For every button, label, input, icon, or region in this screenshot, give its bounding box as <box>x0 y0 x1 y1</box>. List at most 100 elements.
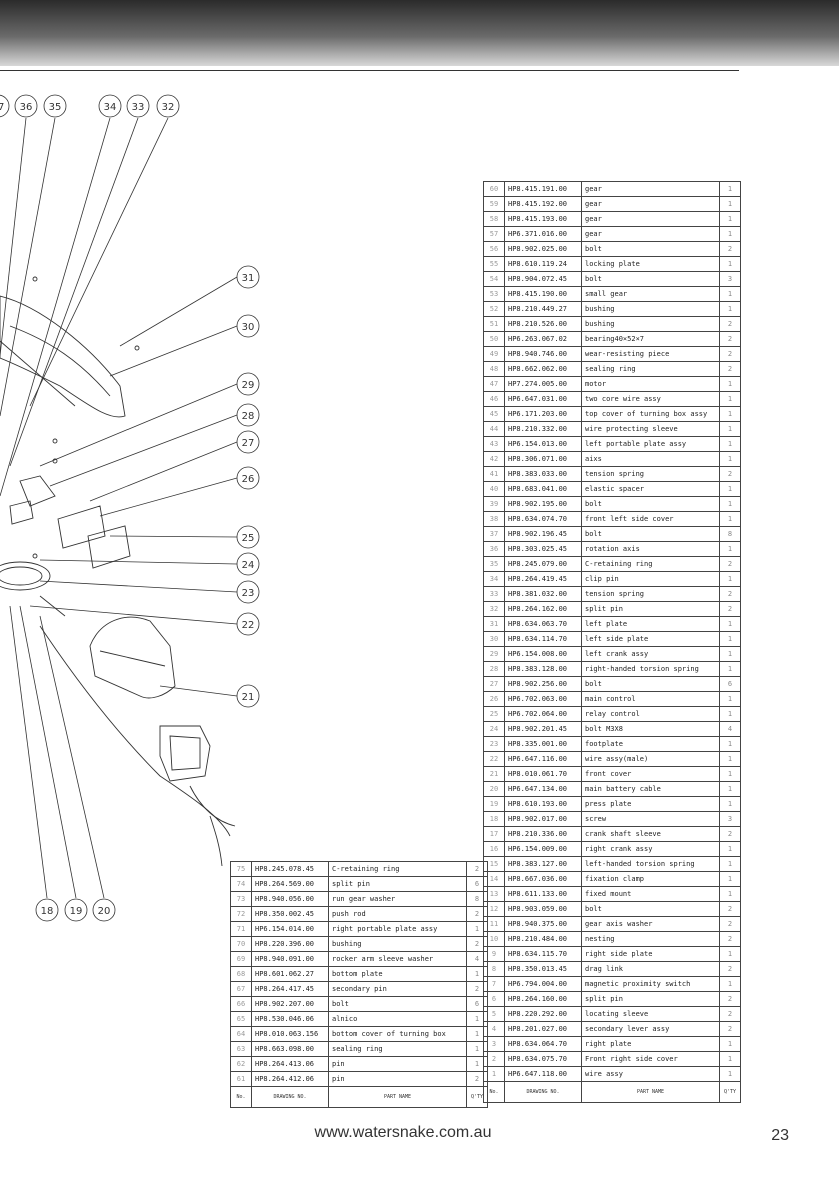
drawing-number: HP8.634.074.70 <box>504 511 582 527</box>
part-name: sealing ring <box>581 361 720 377</box>
callout-24: 24 <box>236 552 260 576</box>
part-number: 24 <box>483 721 505 737</box>
part-name: bushing <box>581 301 720 317</box>
part-qty: 2 <box>719 361 741 377</box>
callout-18: 18 <box>35 898 59 922</box>
drawing-number: HP6.794.004.00 <box>504 976 582 992</box>
part-name: wear-resisting piece <box>581 346 720 362</box>
part-number: 18 <box>483 811 505 827</box>
drawing-number: HP8.210.484.00 <box>504 931 582 947</box>
part-name: left-handed torsion spring <box>581 856 720 872</box>
drawing-number: HP8.220.292.00 <box>504 1006 582 1022</box>
part-qty: 1 <box>719 886 741 902</box>
part-number: 59 <box>483 196 505 212</box>
part-qty: 2 <box>719 961 741 977</box>
part-name: gear axis washer <box>581 916 720 932</box>
part-number: 21 <box>483 766 505 782</box>
drawing-number: HP8.683.041.00 <box>504 481 582 497</box>
part-name: clip pin <box>581 571 720 587</box>
drawing-number: HP8.415.192.00 <box>504 196 582 212</box>
drawing-number: HP8.634.114.70 <box>504 631 582 647</box>
part-qty: 1 <box>719 661 741 677</box>
callout-label: 20 <box>98 906 111 917</box>
part-name: secondary lever assy <box>581 1021 720 1037</box>
part-name: C-retaining ring <box>328 861 467 877</box>
part-name: bolt <box>581 496 720 512</box>
callout-label: 32 <box>162 102 175 113</box>
part-number: 52 <box>483 301 505 317</box>
callout-35: 35 <box>43 94 67 118</box>
part-number: 31 <box>483 616 505 632</box>
drawing-number: HP6.647.118.00 <box>504 1066 582 1082</box>
part-number: 58 <box>483 211 505 227</box>
callout-label: 34 <box>104 102 117 113</box>
part-name: secondary pin <box>328 981 467 997</box>
header-qty: Q'TY <box>719 1081 741 1103</box>
drawing-number: HP8.383.128.00 <box>504 661 582 677</box>
part-name: wire assy <box>581 1066 720 1082</box>
drawing-number: HP6.171.203.00 <box>504 406 582 422</box>
drawing-number: HP8.245.078.45 <box>251 861 329 877</box>
part-number: 40 <box>483 481 505 497</box>
part-number: 70 <box>230 936 252 952</box>
callout-label: 22 <box>242 620 255 631</box>
part-number: 42 <box>483 451 505 467</box>
part-qty: 1 <box>719 1051 741 1067</box>
part-number: 57 <box>483 226 505 242</box>
part-name: split pin <box>581 991 720 1007</box>
part-name: Front right side cover <box>581 1051 720 1067</box>
part-name: bolt <box>581 241 720 257</box>
part-qty: 2 <box>466 981 488 997</box>
part-qty: 1 <box>466 966 488 982</box>
callout-label: 29 <box>242 380 255 391</box>
part-name: gear <box>581 181 720 197</box>
header-part-name: PART NAME <box>328 1086 467 1108</box>
part-number: 61 <box>230 1071 252 1087</box>
part-number: 38 <box>483 511 505 527</box>
callout-28: 28 <box>236 403 260 427</box>
part-qty: 2 <box>719 826 741 842</box>
part-name: left side plate <box>581 631 720 647</box>
part-qty: 1 <box>719 616 741 632</box>
drawing-number: HP8.634.064.70 <box>504 1036 582 1052</box>
part-name: elastic spacer <box>581 481 720 497</box>
drawing-number: HP8.610.193.00 <box>504 796 582 812</box>
part-number: 44 <box>483 421 505 437</box>
drawing-number: HP8.245.079.00 <box>504 556 582 572</box>
part-name: two core wire assy <box>581 391 720 407</box>
part-number: 23 <box>483 736 505 752</box>
part-name: bolt <box>581 901 720 917</box>
drawing-number: HP8.940.091.00 <box>251 951 329 967</box>
part-number: 41 <box>483 466 505 482</box>
part-qty: 1 <box>719 571 741 587</box>
header-qty: Q'TY <box>466 1086 488 1108</box>
drawing-number: HP8.381.032.00 <box>504 586 582 602</box>
drawing-number: HP8.940.746.00 <box>504 346 582 362</box>
part-qty: 1 <box>719 451 741 467</box>
drawing-number: HP6.647.134.00 <box>504 781 582 797</box>
part-number: 32 <box>483 601 505 617</box>
part-number: 53 <box>483 286 505 302</box>
part-name: rocker arm sleeve washer <box>328 951 467 967</box>
part-number: 72 <box>230 906 252 922</box>
part-qty: 1 <box>719 181 741 197</box>
part-qty: 1 <box>719 646 741 662</box>
part-number: 71 <box>230 921 252 937</box>
part-qty: 2 <box>719 466 741 482</box>
part-number: 45 <box>483 406 505 422</box>
